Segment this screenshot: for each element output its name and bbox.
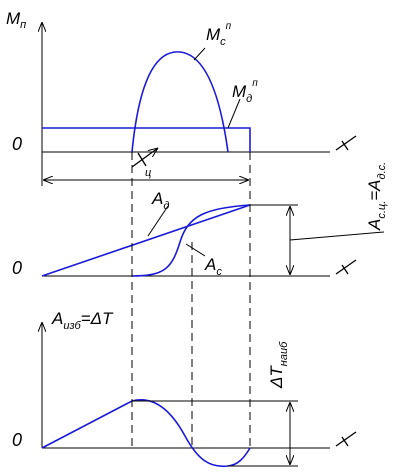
zero-label-top: 0 bbox=[12, 134, 22, 154]
max-excess-label: ΔТнаиб bbox=[267, 341, 290, 389]
driving-work-line bbox=[41, 204, 251, 277]
resistance-torque-curve bbox=[131, 51, 229, 153]
resistance-work-label: Aс bbox=[204, 255, 222, 278]
work-panel: 0 Aд Aс Aс.ц.=Aд.с. bbox=[12, 162, 388, 278]
mc-leader-line bbox=[193, 47, 206, 61]
driving-work-label: Aд bbox=[151, 189, 169, 212]
excess-x-axis-phi-symbol bbox=[335, 431, 357, 447]
phi-c-arrow bbox=[131, 148, 158, 168]
phi-c-tick bbox=[137, 152, 147, 167]
ad-leader-line bbox=[147, 205, 169, 237]
equality-leader-line bbox=[289, 231, 385, 241]
phi-c-sub-label: ц bbox=[145, 167, 151, 179]
zero-label-bottom: 0 bbox=[12, 430, 22, 450]
driving-torque-label: Mдп bbox=[232, 78, 258, 105]
work-equality-label: Aс.ц.=Aд.с. bbox=[365, 162, 388, 231]
excess-work-panel: 0 Aизб=ΔТ ΔТнаиб bbox=[12, 309, 357, 468]
excess-work-label: Aизб=ΔТ bbox=[51, 309, 114, 332]
ac-leader-line bbox=[185, 243, 206, 257]
zero-label-middle: 0 bbox=[12, 258, 22, 278]
excess-work-curve bbox=[41, 399, 251, 468]
torque-y-axis-label: Mп bbox=[6, 9, 26, 31]
driving-torque-line bbox=[42, 127, 251, 152]
md-leader-line bbox=[227, 98, 241, 129]
torque-panel: Mп 0 Mсп Mдп ц bbox=[6, 9, 357, 186]
projection-lines bbox=[131, 152, 251, 448]
resistance-work-curve bbox=[131, 204, 251, 277]
work-x-axis-phi-symbol bbox=[335, 259, 357, 275]
torque-x-axis-phi-symbol bbox=[335, 135, 357, 151]
resistance-torque-label: Mсп bbox=[206, 21, 232, 48]
